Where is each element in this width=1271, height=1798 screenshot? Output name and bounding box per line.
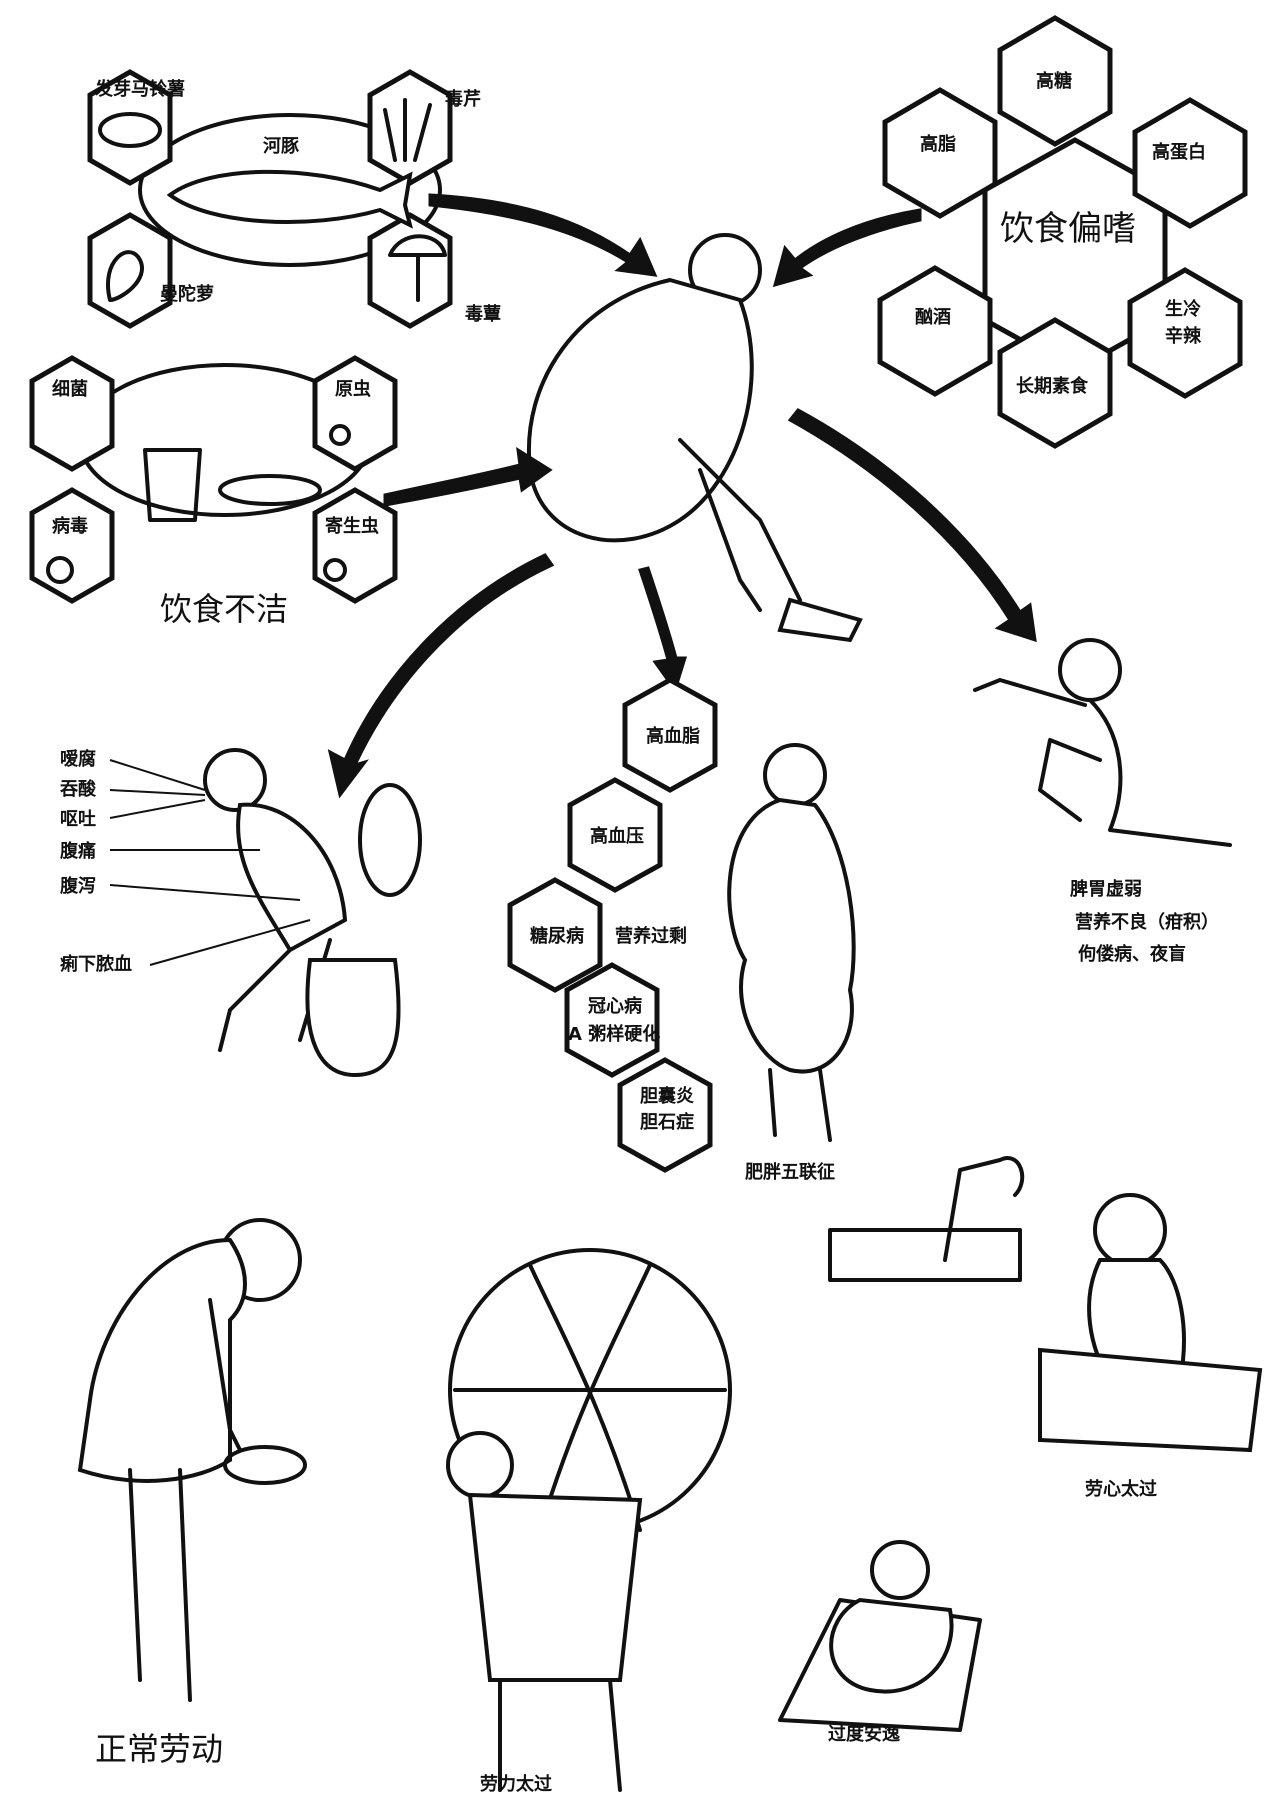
unclean-food-title: 饮食不洁 bbox=[160, 590, 288, 628]
pufferfish-icon bbox=[170, 172, 410, 225]
physical-overwork-label: 劳力太过 bbox=[480, 1773, 552, 1795]
arrow-unclean-to-man bbox=[385, 450, 550, 505]
label-high-protein: 高蛋白 bbox=[1152, 141, 1206, 163]
physical-overwork-group: 劳力太过 bbox=[448, 1250, 730, 1795]
hex-datura bbox=[90, 215, 170, 326]
label-diabetes: 糖尿病 bbox=[530, 925, 584, 947]
woman-toilet-head bbox=[205, 750, 265, 810]
hex-protozoa bbox=[315, 358, 395, 469]
hex-bacteria bbox=[32, 358, 112, 469]
spleen-weakness-line-3: 佝偻病、夜盲 bbox=[1078, 943, 1186, 965]
toilet-lid-icon bbox=[360, 785, 420, 895]
hex-mushroom bbox=[370, 215, 450, 326]
student-head bbox=[1095, 1195, 1165, 1265]
central-man-body bbox=[529, 280, 752, 540]
label-poison-mushroom: 毒蕈 bbox=[465, 303, 501, 325]
thin-child-body bbox=[975, 680, 1230, 845]
label-sprouted-potato: 发芽马铃薯 bbox=[94, 78, 185, 100]
label-spicy: 辛辣 bbox=[1165, 325, 1202, 347]
mental-overwork-label: 劳心太过 bbox=[1085, 1478, 1157, 1500]
food-preference-group: 饮食偏嗜 高糖 高脂 高蛋白 生冷 辛辣 酗酒 长期素食 bbox=[880, 18, 1245, 446]
resting-person-head bbox=[872, 1542, 928, 1598]
label-diarrhea: 腹泻 bbox=[60, 875, 96, 897]
porter-head bbox=[448, 1433, 512, 1497]
label-hyperlipidemia: 高血脂 bbox=[646, 725, 700, 747]
toilet-icon bbox=[307, 960, 398, 1075]
normal-labor-legs bbox=[130, 1470, 190, 1700]
excessive-rest-group: 过度安逸 bbox=[780, 1542, 980, 1745]
label-atherosclerosis: A 粥样硬化 bbox=[568, 1023, 660, 1045]
hex-alcohol bbox=[880, 268, 990, 394]
label-hypertension: 高血压 bbox=[590, 825, 644, 847]
woman-toilet-body bbox=[238, 805, 345, 950]
arrow-man-to-weakness bbox=[790, 410, 1035, 640]
hex-virus bbox=[32, 490, 112, 601]
label-bacteria: 细菌 bbox=[52, 378, 88, 400]
plate-icon bbox=[220, 476, 320, 504]
thin-child-head bbox=[1060, 640, 1120, 700]
central-man-shoe bbox=[780, 600, 860, 640]
spleen-weakness-group: 脾胃虚弱 营养不良（疳积） 佝偻病、夜盲 bbox=[975, 640, 1230, 965]
label-high-fat: 高脂 bbox=[920, 133, 956, 155]
normal-labor-group: 正常劳动 bbox=[80, 1220, 305, 1768]
label-acid-reflux: 吞酸 bbox=[60, 778, 97, 800]
hex-parasite bbox=[315, 490, 395, 601]
label-datura: 曼陀萝 bbox=[160, 283, 214, 305]
label-vomiting: 呕吐 bbox=[60, 809, 96, 830]
obese-woman-legs bbox=[770, 1070, 830, 1140]
obese-woman-head bbox=[765, 745, 825, 805]
label-hemlock: 毒芹 bbox=[445, 88, 481, 110]
label-parasite: 寄生虫 bbox=[325, 515, 379, 537]
normal-labor-label: 正常劳动 bbox=[95, 1730, 223, 1768]
hex-hemlock bbox=[370, 72, 450, 183]
unclean-food-group: 细菌 原虫 病毒 寄生虫 饮食不洁 bbox=[32, 358, 395, 628]
mental-overwork-group: 劳心太过 bbox=[830, 1158, 1260, 1500]
food-preference-title: 饮食偏嗜 bbox=[1000, 209, 1136, 249]
label-high-sugar: 高糖 bbox=[1036, 70, 1072, 92]
arrow-preference-to-man bbox=[775, 210, 920, 285]
lead-acid-reflux bbox=[110, 790, 205, 795]
spleen-weakness-line-2: 营养不良（疳积） bbox=[1075, 911, 1219, 933]
desk-books-icon bbox=[830, 1230, 1020, 1280]
central-figure-group bbox=[529, 235, 860, 640]
label-dysentery: 痢下脓血 bbox=[60, 953, 132, 975]
student-legs bbox=[1040, 1350, 1260, 1450]
label-cholecystitis: 胆囊炎 bbox=[639, 1085, 694, 1107]
gi-symptoms-group: 嗳腐 吞酸 呕吐 腹痛 腹泻 痢下脓血 bbox=[60, 748, 420, 1075]
label-pufferfish: 河豚 bbox=[263, 136, 299, 157]
desk-lamp-icon bbox=[945, 1158, 1022, 1260]
label-belching: 嗳腐 bbox=[60, 748, 96, 770]
label-overnutrition: 营养过剩 bbox=[615, 925, 687, 947]
arrow-man-to-overnutrition bbox=[640, 568, 685, 690]
obesity-caption: 肥胖五联征 bbox=[744, 1161, 835, 1183]
resting-person-body bbox=[831, 1600, 951, 1692]
dustpan-icon bbox=[225, 1447, 305, 1483]
label-long-term-vegetarian: 长期素食 bbox=[1016, 375, 1089, 397]
lead-vomiting bbox=[110, 800, 205, 818]
porter-body bbox=[470, 1495, 640, 1680]
hex-coronary bbox=[567, 965, 657, 1075]
lead-belching bbox=[110, 760, 205, 790]
label-coronary: 冠心病 bbox=[588, 995, 642, 1017]
excessive-rest-label: 过度安逸 bbox=[828, 1723, 900, 1745]
arrow-poison-to-man bbox=[430, 195, 655, 275]
label-alcohol: 酗酒 bbox=[915, 306, 951, 328]
label-cholelithiasis: 胆石症 bbox=[639, 1111, 694, 1133]
label-cold: 生冷 bbox=[1165, 298, 1201, 320]
obese-woman-body bbox=[729, 800, 853, 1072]
label-abdominal-pain: 腹痛 bbox=[60, 840, 96, 862]
spleen-weakness-line-1: 脾胃虚弱 bbox=[1070, 878, 1142, 900]
overnutrition-group: 高血脂 高血压 糖尿病 营养过剩 冠心病 A 粥样硬化 胆囊炎 胆石症 肥胖五联… bbox=[510, 680, 854, 1183]
label-virus: 病毒 bbox=[52, 515, 88, 537]
label-protozoa: 原虫 bbox=[335, 378, 371, 400]
